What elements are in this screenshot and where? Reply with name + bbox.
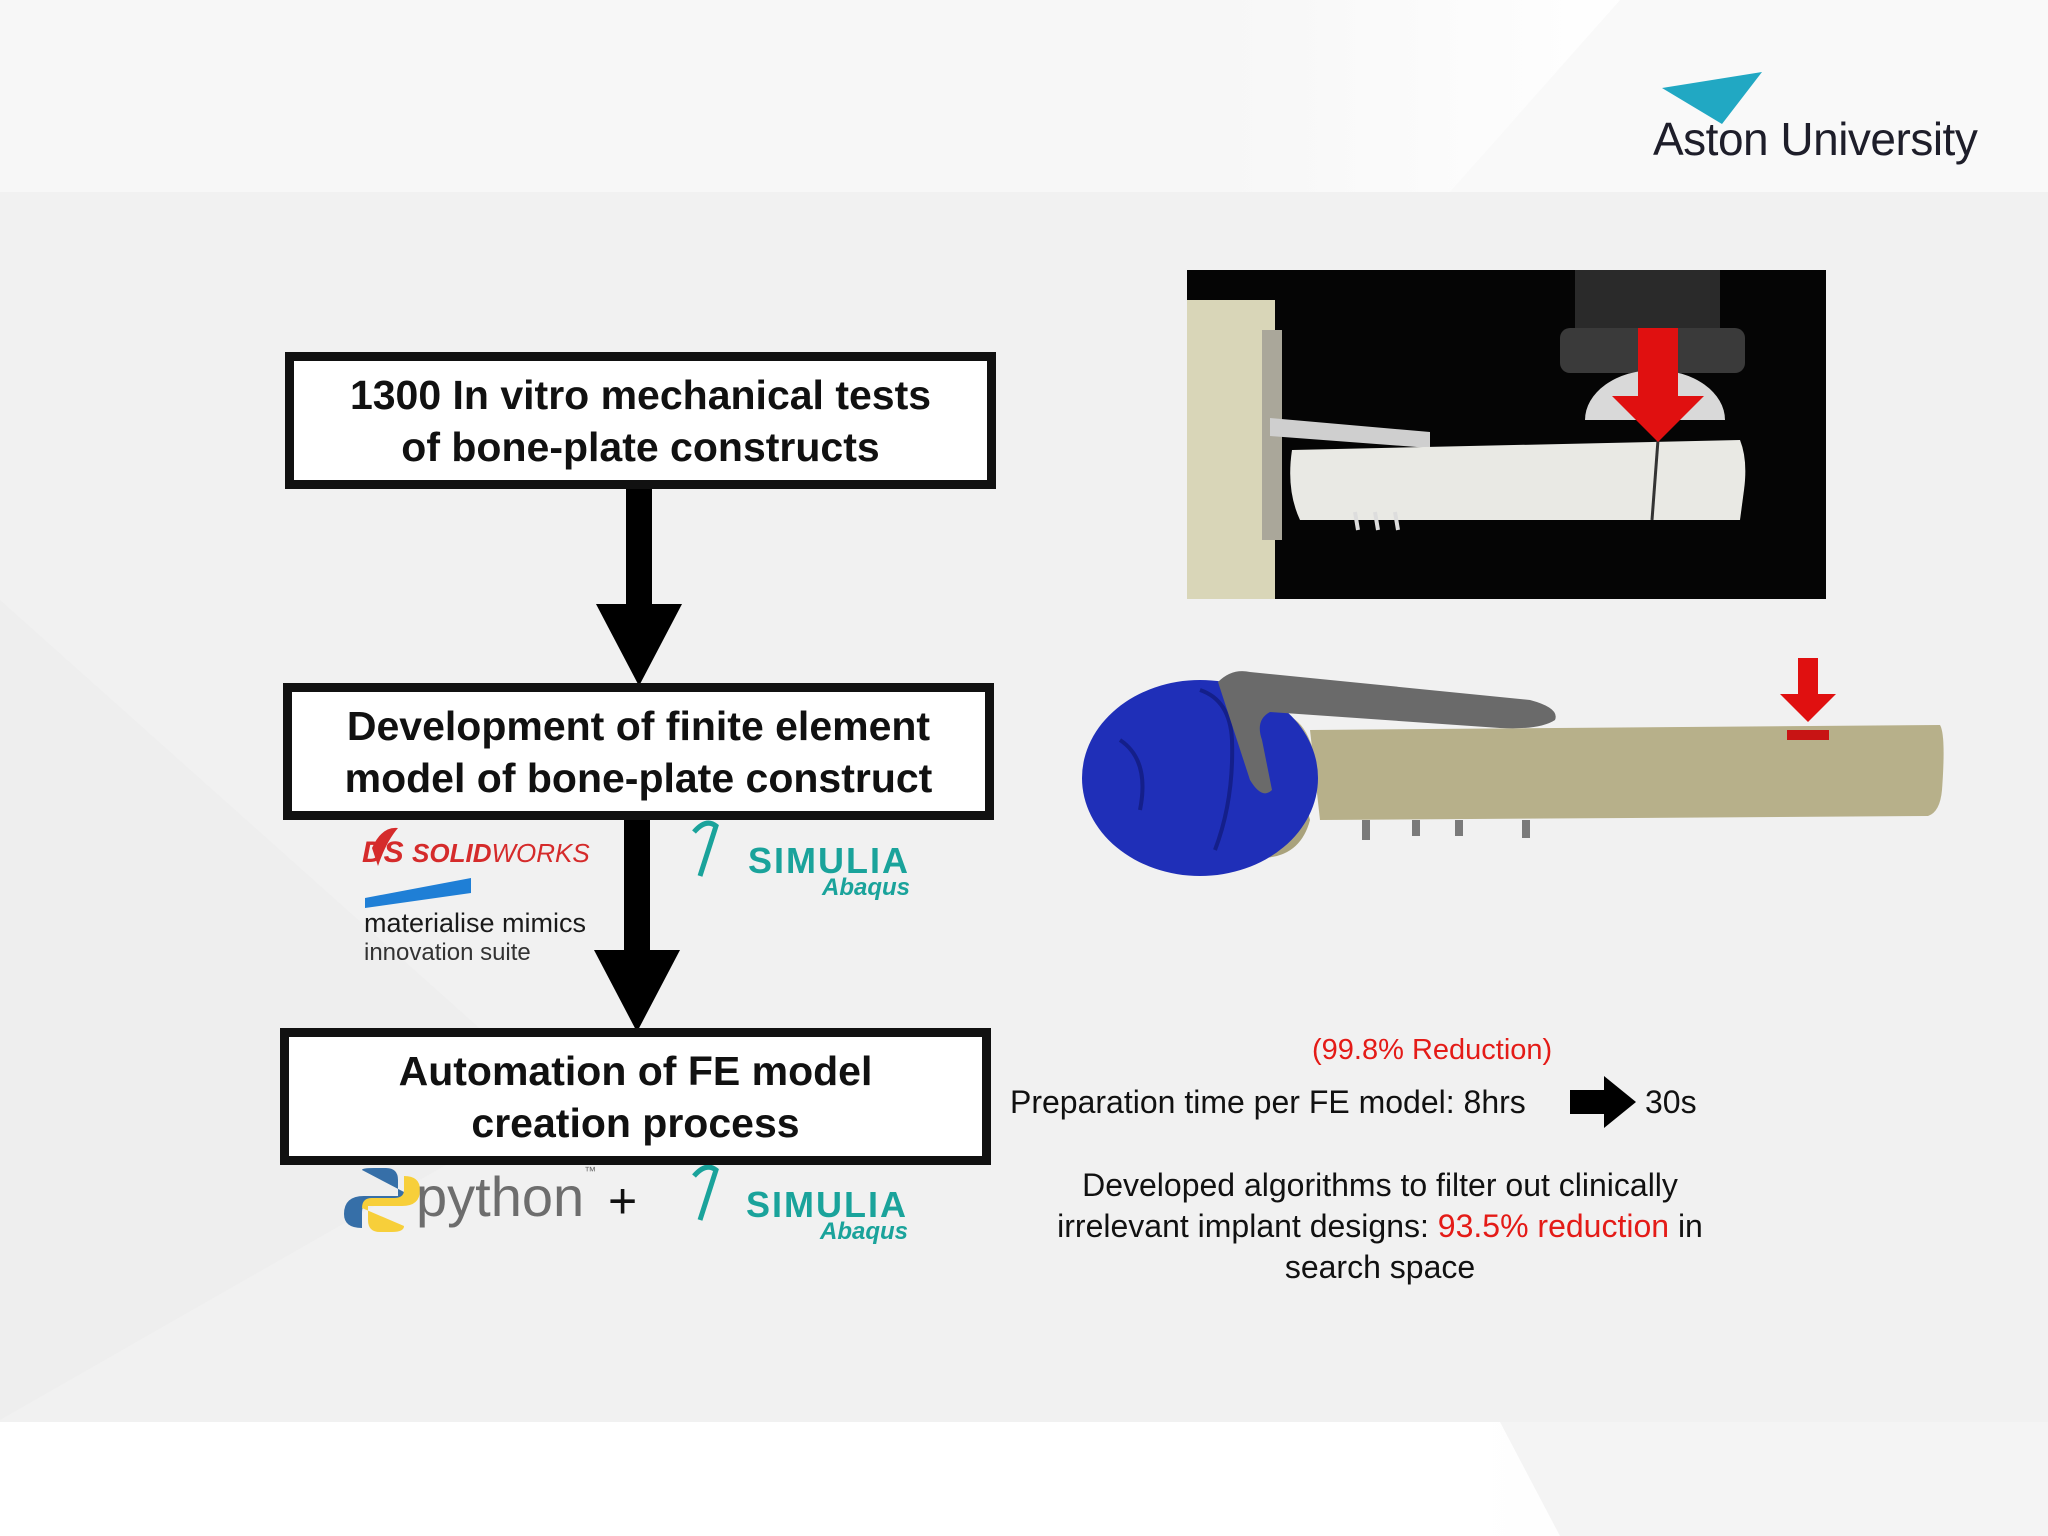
- solidworks-works: WORKS: [491, 838, 590, 868]
- simulia-logo-2: SIMULIA Abaqus: [746, 1184, 908, 1246]
- bg-diagonal-top: [1450, 0, 2048, 192]
- simulia-ds-icon-1: [692, 820, 719, 877]
- flow-box-1-line-2: of bone-plate constructs: [401, 423, 880, 470]
- bg-diagonal-bottom: [1500, 1422, 2048, 1536]
- prep-time-text: Preparation time per FE model: 8hrs: [1010, 1084, 1526, 1120]
- python-logo: python™: [416, 1164, 596, 1229]
- flow-box-2-line-1: Development of finite element: [346, 702, 931, 749]
- flow-arrow-2: [594, 820, 680, 1032]
- simulia-sub-1: Abaqus: [821, 874, 910, 901]
- algorithm-line-2-pre: irrelevant implant designs:: [1057, 1208, 1438, 1244]
- simulia-ds-icon-2: [692, 1164, 719, 1221]
- algorithm-line-2-post: in: [1669, 1208, 1703, 1244]
- fe-model-render: [1082, 658, 1944, 876]
- solidworks-logo: DS SOLIDWORKS: [362, 836, 590, 870]
- simulia-logo-1: SIMULIA Abaqus: [748, 840, 910, 902]
- solidworks-ds: DS: [362, 836, 404, 869]
- flow-box-3-line-2: creation process: [471, 1099, 800, 1146]
- prep-time-result: 30s: [1645, 1084, 1697, 1120]
- simulia-name-1: SIMULIA: [748, 840, 910, 881]
- plus-sign: +: [608, 1173, 638, 1229]
- flow-arrow-1: [596, 484, 682, 686]
- simulia-sub-2: Abaqus: [819, 1218, 908, 1245]
- flow-box-1-line-1: 1300 In vitro mechanical tests: [349, 371, 932, 418]
- flow-box-fe-development: Development of finite element model of b…: [283, 683, 994, 820]
- aston-university-wordmark: Aston University: [1653, 113, 1978, 165]
- algorithm-line-3: search space: [1284, 1249, 1476, 1285]
- algorithm-line-2: irrelevant implant designs: 93.5% reduct…: [1000, 1206, 1760, 1247]
- algorithm-line-1: Developed algorithms to filter out clini…: [1082, 1167, 1678, 1203]
- reduction-label: (99.8% Reduction): [1312, 1034, 1553, 1066]
- prep-time-arrow: [1570, 1076, 1636, 1128]
- flow-box-in-vitro-tests: 1300 In vitro mechanical tests of bone-p…: [285, 352, 996, 489]
- flow-box-2-line-2: model of bone-plate construct: [344, 754, 933, 801]
- mimics-logo-icon: [365, 878, 471, 908]
- aston-logo-icon: [1662, 72, 1762, 124]
- python-logo-icon: [344, 1168, 420, 1232]
- python-tm: ™: [584, 1164, 597, 1178]
- solidworks-solid: SOLID: [412, 838, 492, 868]
- mechanical-test-photo: [1187, 270, 1826, 599]
- mimics-line-2: innovation suite: [364, 939, 531, 966]
- mimics-logo: materialise mimics innovation suite: [364, 908, 586, 967]
- simulia-name-2: SIMULIA: [746, 1184, 908, 1225]
- solidworks-ds-icon: [372, 827, 398, 866]
- algorithm-text: Developed algorithms to filter out clini…: [1000, 1165, 1760, 1288]
- mimics-line-1: materialise mimics: [364, 908, 587, 938]
- bg-diagonal-left: [0, 600, 560, 1420]
- flow-box-automation: Automation of FE model creation process: [280, 1028, 991, 1165]
- python-name: python: [416, 1165, 585, 1228]
- algorithm-reduction-highlight: 93.5% reduction: [1437, 1208, 1670, 1244]
- flow-box-3-line-1: Automation of FE model: [398, 1047, 873, 1094]
